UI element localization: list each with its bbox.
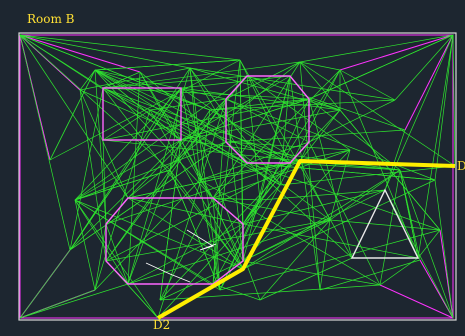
door-d2-label: D2 [153, 319, 170, 331]
graph-edge [103, 88, 150, 110]
graph-edge [75, 200, 95, 290]
graph-edge [80, 90, 247, 163]
graph-edge [200, 150, 350, 180]
graph-edge [380, 170, 400, 285]
graph-edge [226, 99, 243, 261]
graph-edge [150, 110, 247, 163]
graph-edge [103, 88, 309, 99]
graph-edge [20, 35, 128, 198]
graph-edge [106, 161, 300, 261]
door-d1-label: D [457, 160, 465, 172]
graph-edge [20, 250, 70, 318]
graph-edge [240, 60, 352, 258]
graph-edge [380, 258, 418, 285]
room-title: Room B [27, 13, 75, 25]
graph-edge [181, 88, 220, 290]
graph-edge [400, 170, 418, 258]
graph-edge [70, 142, 226, 250]
graph-edge [220, 230, 440, 290]
graph-edge [243, 224, 418, 258]
graph-edge [160, 220, 330, 300]
boundary-edge [20, 35, 140, 72]
graph-edge [80, 70, 95, 90]
graph-edge [418, 230, 440, 258]
graph-edge [435, 180, 453, 318]
graph-edge [80, 90, 128, 198]
graph-edge [226, 99, 435, 180]
graph-edge [300, 62, 320, 290]
graph-edge [20, 284, 128, 318]
graph-edge [260, 258, 352, 300]
graph-edge [300, 62, 440, 230]
boundary-edge [380, 285, 453, 318]
graph-edge [309, 100, 395, 142]
graph-edge [181, 88, 260, 300]
visibility-graph [20, 35, 455, 318]
graph-edge [300, 35, 453, 62]
graph-edge [181, 76, 290, 140]
graph-edge [280, 166, 455, 185]
graph-edge [128, 140, 181, 284]
graph-edge [103, 76, 247, 88]
graph-edge [309, 35, 453, 99]
graph-edge [80, 90, 106, 261]
graph-edge [20, 290, 95, 318]
graph-edge [243, 170, 400, 269]
graph-edge [128, 72, 140, 284]
graph-edge [20, 35, 70, 250]
boundary-edge [340, 35, 453, 70]
graph-edge [103, 88, 300, 161]
graph-edge [243, 70, 340, 224]
